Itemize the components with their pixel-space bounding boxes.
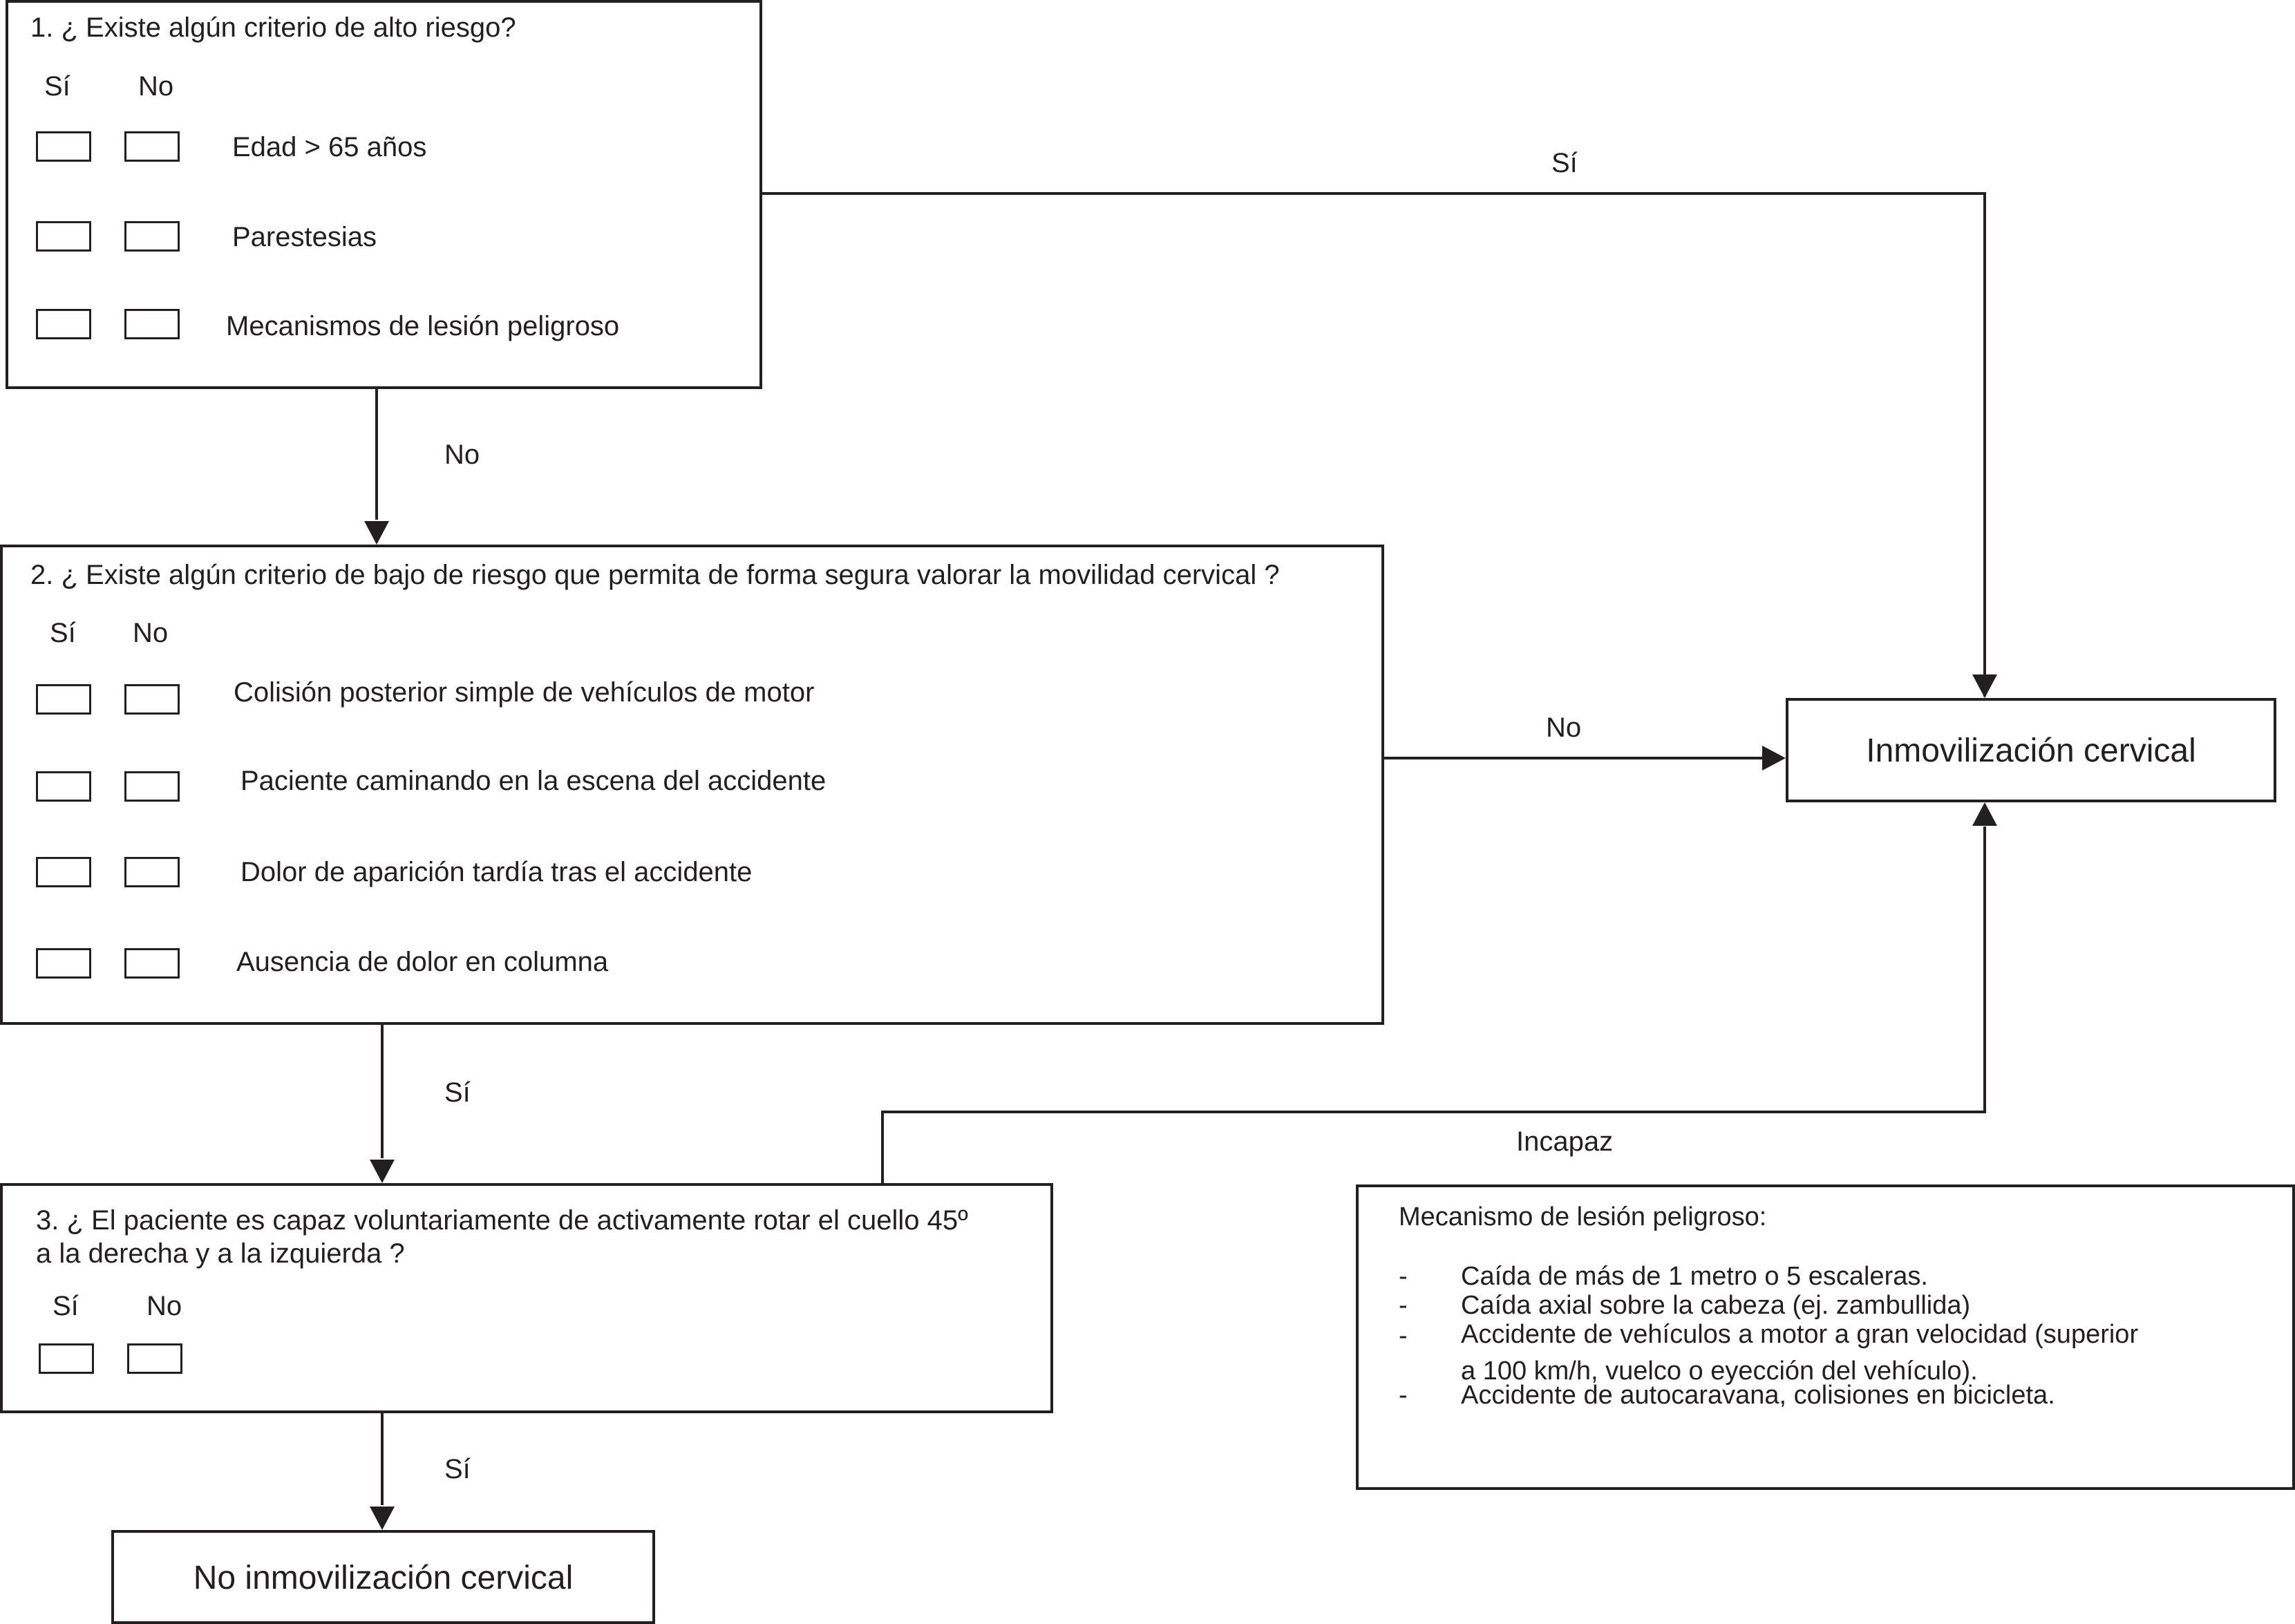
- q2-item2-label: Paciente caminando en la escena del acci…: [240, 766, 827, 796]
- question-2-yes-header: Sí: [50, 618, 76, 648]
- question-3-no-header: No: [147, 1291, 182, 1321]
- note-item-1: Caída de más de 1 metro o 5 escaleras.: [1461, 1262, 1928, 1291]
- edge-label-q2-yes: Sí: [444, 1077, 471, 1108]
- q1-item1-yes-checkbox[interactable]: [36, 131, 91, 162]
- q3-yes-checkbox[interactable]: [39, 1343, 94, 1374]
- note-bullet: -: [1399, 1321, 1408, 1350]
- note-bullet: -: [1399, 1381, 1408, 1410]
- q1-item3-yes-checkbox[interactable]: [36, 309, 91, 339]
- question-2-title: 2. ¿ Existe algún criterio de bajo de ri…: [30, 560, 1280, 590]
- edge-q1-yes-to-immobilization: [762, 192, 1986, 697]
- edge-q3-unable-to-immobilization: [881, 827, 1986, 1183]
- edge-label-q3-yes: Sí: [444, 1454, 471, 1484]
- q2-item1-no-checkbox[interactable]: [124, 684, 180, 715]
- q2-item1-yes-checkbox[interactable]: [36, 684, 91, 715]
- outcome-immobilization-label: Inmovilización cervical: [1866, 733, 2196, 769]
- note-item-3: Accidente de vehículos a motor a gran ve…: [1461, 1320, 2139, 1349]
- dangerous-mechanism-note-box: Mecanismo de lesión peligroso: - Caída d…: [1356, 1184, 2295, 1490]
- q2-item4-no-checkbox[interactable]: [124, 948, 180, 979]
- question-3-title-line1: 3. ¿ El paciente es capaz voluntariament…: [36, 1205, 968, 1236]
- q2-item3-no-checkbox[interactable]: [124, 857, 180, 887]
- edge-label-q3-unable: Incapaz: [1516, 1126, 1614, 1157]
- note-item-3-continued: a 100 km/h, vuelco o eyección del vehícu…: [1461, 1357, 1978, 1386]
- edge-label-q2-no: No: [1546, 712, 1582, 743]
- outcome-no-immobilization-box: No inmovilización cervical: [111, 1530, 655, 1624]
- edge-label-q1-yes: Sí: [1551, 148, 1578, 178]
- question-1-no-header: No: [138, 71, 174, 102]
- outcome-no-immobilization-label: No inmovilización cervical: [193, 1560, 574, 1596]
- question-2-box: 2. ¿ Existe algún criterio de bajo de ri…: [0, 545, 1384, 1025]
- q1-item3-no-checkbox[interactable]: [124, 309, 180, 339]
- q2-item4-yes-checkbox[interactable]: [36, 948, 91, 979]
- q1-item2-no-checkbox[interactable]: [124, 221, 180, 252]
- outcome-immobilization-box: Inmovilización cervical: [1786, 698, 2276, 802]
- q2-item3-label: Dolor de aparición tardía tras el accide…: [240, 857, 753, 887]
- q2-item3-yes-checkbox[interactable]: [36, 857, 91, 887]
- q1-item2-yes-checkbox[interactable]: [36, 221, 91, 252]
- q1-item3-label: Mecanismos de lesión peligroso: [226, 311, 620, 341]
- question-1-title: 1. ¿ Existe algún criterio de alto riesg…: [30, 12, 516, 43]
- arrowhead: [364, 521, 389, 545]
- q3-no-checkbox[interactable]: [127, 1343, 182, 1374]
- question-2-no-header: No: [133, 618, 169, 648]
- question-3-box: 3. ¿ El paciente es capaz voluntariament…: [0, 1183, 1053, 1413]
- arrowhead: [1762, 746, 1786, 771]
- arrowhead: [370, 1160, 395, 1183]
- note-item-4: Accidente de autocaravana, colisiones en…: [1461, 1381, 2055, 1410]
- q2-item2-no-checkbox[interactable]: [124, 771, 180, 802]
- question-1-yes-header: Sí: [44, 71, 70, 102]
- q2-item1-label: Colisión posterior simple de vehículos d…: [234, 677, 815, 708]
- question-3-title-line2: a la derecha y a la izquierda ?: [36, 1238, 405, 1269]
- note-title: Mecanismo de lesión peligroso:: [1399, 1202, 1767, 1231]
- note-bullet: -: [1399, 1262, 1408, 1291]
- note-item-2: Caída axial sobre la cabeza (ej. zambull…: [1461, 1291, 1971, 1320]
- q1-item1-label: Edad > 65 años: [232, 132, 427, 162]
- q1-item1-no-checkbox[interactable]: [124, 131, 180, 162]
- q2-item2-yes-checkbox[interactable]: [36, 771, 91, 802]
- q2-item4-label: Ausencia de dolor en columna: [236, 947, 609, 977]
- question-3-yes-header: Sí: [53, 1291, 79, 1321]
- edge-label-q1-no: No: [444, 440, 480, 470]
- q1-item2-label: Parestesias: [232, 222, 377, 252]
- note-bullet: -: [1399, 1291, 1408, 1320]
- arrowhead: [1972, 674, 1997, 698]
- arrowhead: [370, 1507, 395, 1530]
- arrowhead: [1972, 802, 1997, 826]
- question-1-box: 1. ¿ Existe algún criterio de alto riesg…: [6, 0, 762, 389]
